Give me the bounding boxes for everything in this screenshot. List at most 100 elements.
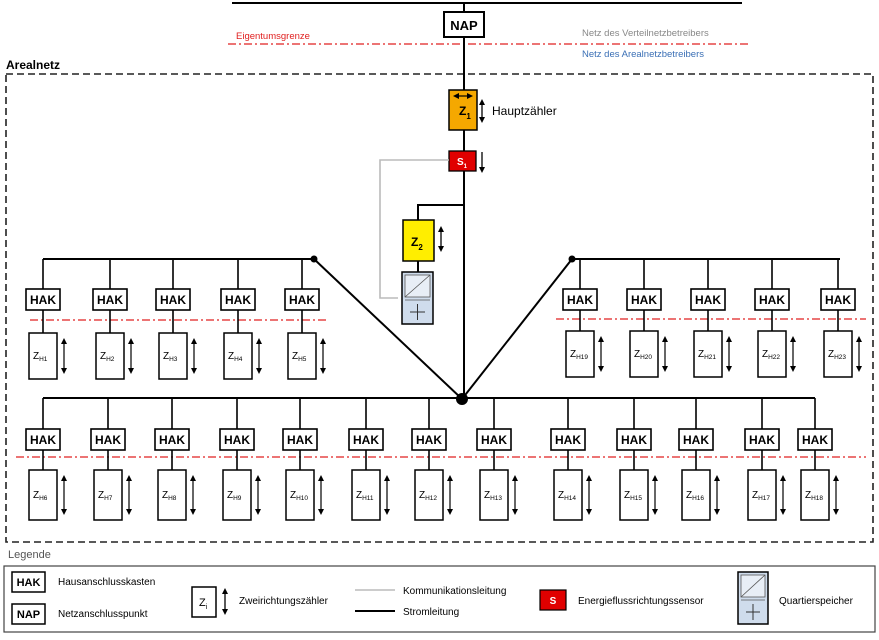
storage-meter-z2	[402, 219, 435, 262]
legend-hak-text: Hausanschlusskasten	[58, 577, 155, 588]
household-meter	[479, 469, 509, 521]
household-meter	[629, 330, 659, 378]
legend-zi-label: Zi	[199, 597, 208, 611]
household-meter	[93, 469, 123, 521]
hak-label: HAK	[225, 293, 251, 307]
legend-sensor-text: Energieflussrichtungssensor	[578, 596, 704, 607]
hak-label: HAK	[555, 433, 581, 447]
legend-quartierspeicher-icon	[737, 571, 769, 625]
legend-speicher-text: Quartierspeicher	[779, 596, 854, 607]
meter-label-h14: ZH14	[558, 490, 576, 502]
hak-label: HAK	[416, 433, 442, 447]
legend-hak-box	[11, 571, 46, 593]
meter-label-h9: ZH9	[227, 490, 242, 502]
arealnetz-title: Arealnetz	[6, 58, 60, 72]
hak-label: HAK	[567, 293, 593, 307]
legend-sensor-box	[539, 589, 567, 611]
legend-nap-box	[11, 603, 46, 625]
hauptzaehler-label: Hauptzähler	[492, 104, 557, 118]
hak-label: HAK	[224, 433, 250, 447]
sensor-label: S1	[457, 157, 468, 170]
storage-branch-line	[417, 204, 464, 220]
hak-label: HAK	[160, 293, 186, 307]
legend-sensor-label: S	[550, 596, 557, 607]
meter-label-h19: ZH19	[570, 349, 588, 361]
household-meter	[693, 330, 723, 378]
z2-label: Z2	[411, 235, 423, 252]
communication-line	[379, 159, 449, 299]
household-meter	[287, 332, 317, 380]
netz-areal-label: Netz des Arealnetzbetreibers	[582, 49, 704, 60]
nap-label: NAP	[450, 18, 478, 33]
household-meter	[28, 332, 58, 380]
meter-label-h16: ZH16	[686, 490, 704, 502]
legend-meter-box	[191, 586, 217, 618]
household-meter	[351, 469, 381, 521]
meter-label-h22: ZH22	[762, 349, 780, 361]
meter-label-h1: ZH1	[33, 351, 48, 363]
household-meter	[565, 330, 595, 378]
meter-label-h21: ZH21	[698, 349, 716, 361]
main-distribution-node	[456, 393, 468, 405]
hak-label: HAK	[683, 433, 709, 447]
arealnetz-frame	[5, 73, 874, 543]
household-meter	[285, 469, 315, 521]
legend-strom-text: Stromleitung	[403, 607, 459, 618]
hak-label: HAK	[759, 293, 785, 307]
meter-label-h12: ZH12	[419, 490, 437, 502]
household-meter	[757, 330, 787, 378]
hak-label: HAK	[631, 293, 657, 307]
hak-label: HAK	[749, 433, 775, 447]
household-meter	[95, 332, 125, 380]
household-meter	[158, 332, 188, 380]
household-meter	[223, 332, 253, 380]
hak-label: HAK	[159, 433, 185, 447]
eigentumsgrenze-label: Eigentumsgrenze	[236, 31, 310, 42]
house-connections: HAKZH1HAKZH2HAKZH3HAKZH4HAKZH5HAKZH19HAK…	[25, 259, 862, 521]
hak-label: HAK	[97, 293, 123, 307]
meter-label-h3: ZH3	[163, 351, 178, 363]
meter-label-h5: ZH5	[292, 351, 307, 363]
household-meter	[823, 330, 853, 378]
hak-label: HAK	[353, 433, 379, 447]
hak-label: HAK	[30, 293, 56, 307]
meter-label-h10: ZH10	[290, 490, 308, 502]
legend-comm-text: Kommunikationsleitung	[403, 586, 506, 597]
household-meter	[619, 469, 649, 521]
household-meter	[222, 469, 252, 521]
household-meter	[28, 469, 58, 521]
energy-flow-sensor	[448, 150, 477, 172]
legend-nap-abbr: NAP	[17, 609, 40, 621]
meter-label-h23: ZH23	[828, 349, 846, 361]
netz-verteil-label: Netz des Verteilnetzbetreibers	[582, 28, 709, 39]
household-meter	[157, 469, 187, 521]
meter-label-h11: ZH11	[356, 490, 374, 502]
hak-label: HAK	[289, 293, 315, 307]
legend-title: Legende	[8, 549, 51, 561]
hak-label: HAK	[287, 433, 313, 447]
meter-label-h18: ZH18	[805, 490, 823, 502]
legend-hak-abbr: HAK	[17, 577, 41, 589]
meter-label-h15: ZH15	[624, 490, 642, 502]
household-meter	[414, 469, 444, 521]
household-meter	[681, 469, 711, 521]
legend-frame	[3, 565, 876, 633]
quartierspeicher-icon	[401, 271, 434, 325]
legend-zi-text: Zweirichtungszähler	[239, 596, 329, 607]
feeder-diagonal	[313, 258, 463, 400]
hak-label: HAK	[825, 293, 851, 307]
meter-label-h2: ZH2	[100, 351, 115, 363]
legend-nap-text: Netzanschlusspunkt	[58, 609, 148, 620]
hak-label: HAK	[621, 433, 647, 447]
hak-label: HAK	[481, 433, 507, 447]
hak-label: HAK	[802, 433, 828, 447]
meter-label-h6: ZH6	[33, 490, 48, 502]
meter-label-h4: ZH4	[228, 351, 243, 363]
meter-label-h7: ZH7	[98, 490, 113, 502]
z1-label: Z1	[459, 104, 471, 121]
hak-label: HAK	[695, 293, 721, 307]
household-meter	[747, 469, 777, 521]
hak-label: HAK	[30, 433, 56, 447]
meter-label-h13: ZH13	[484, 490, 502, 502]
